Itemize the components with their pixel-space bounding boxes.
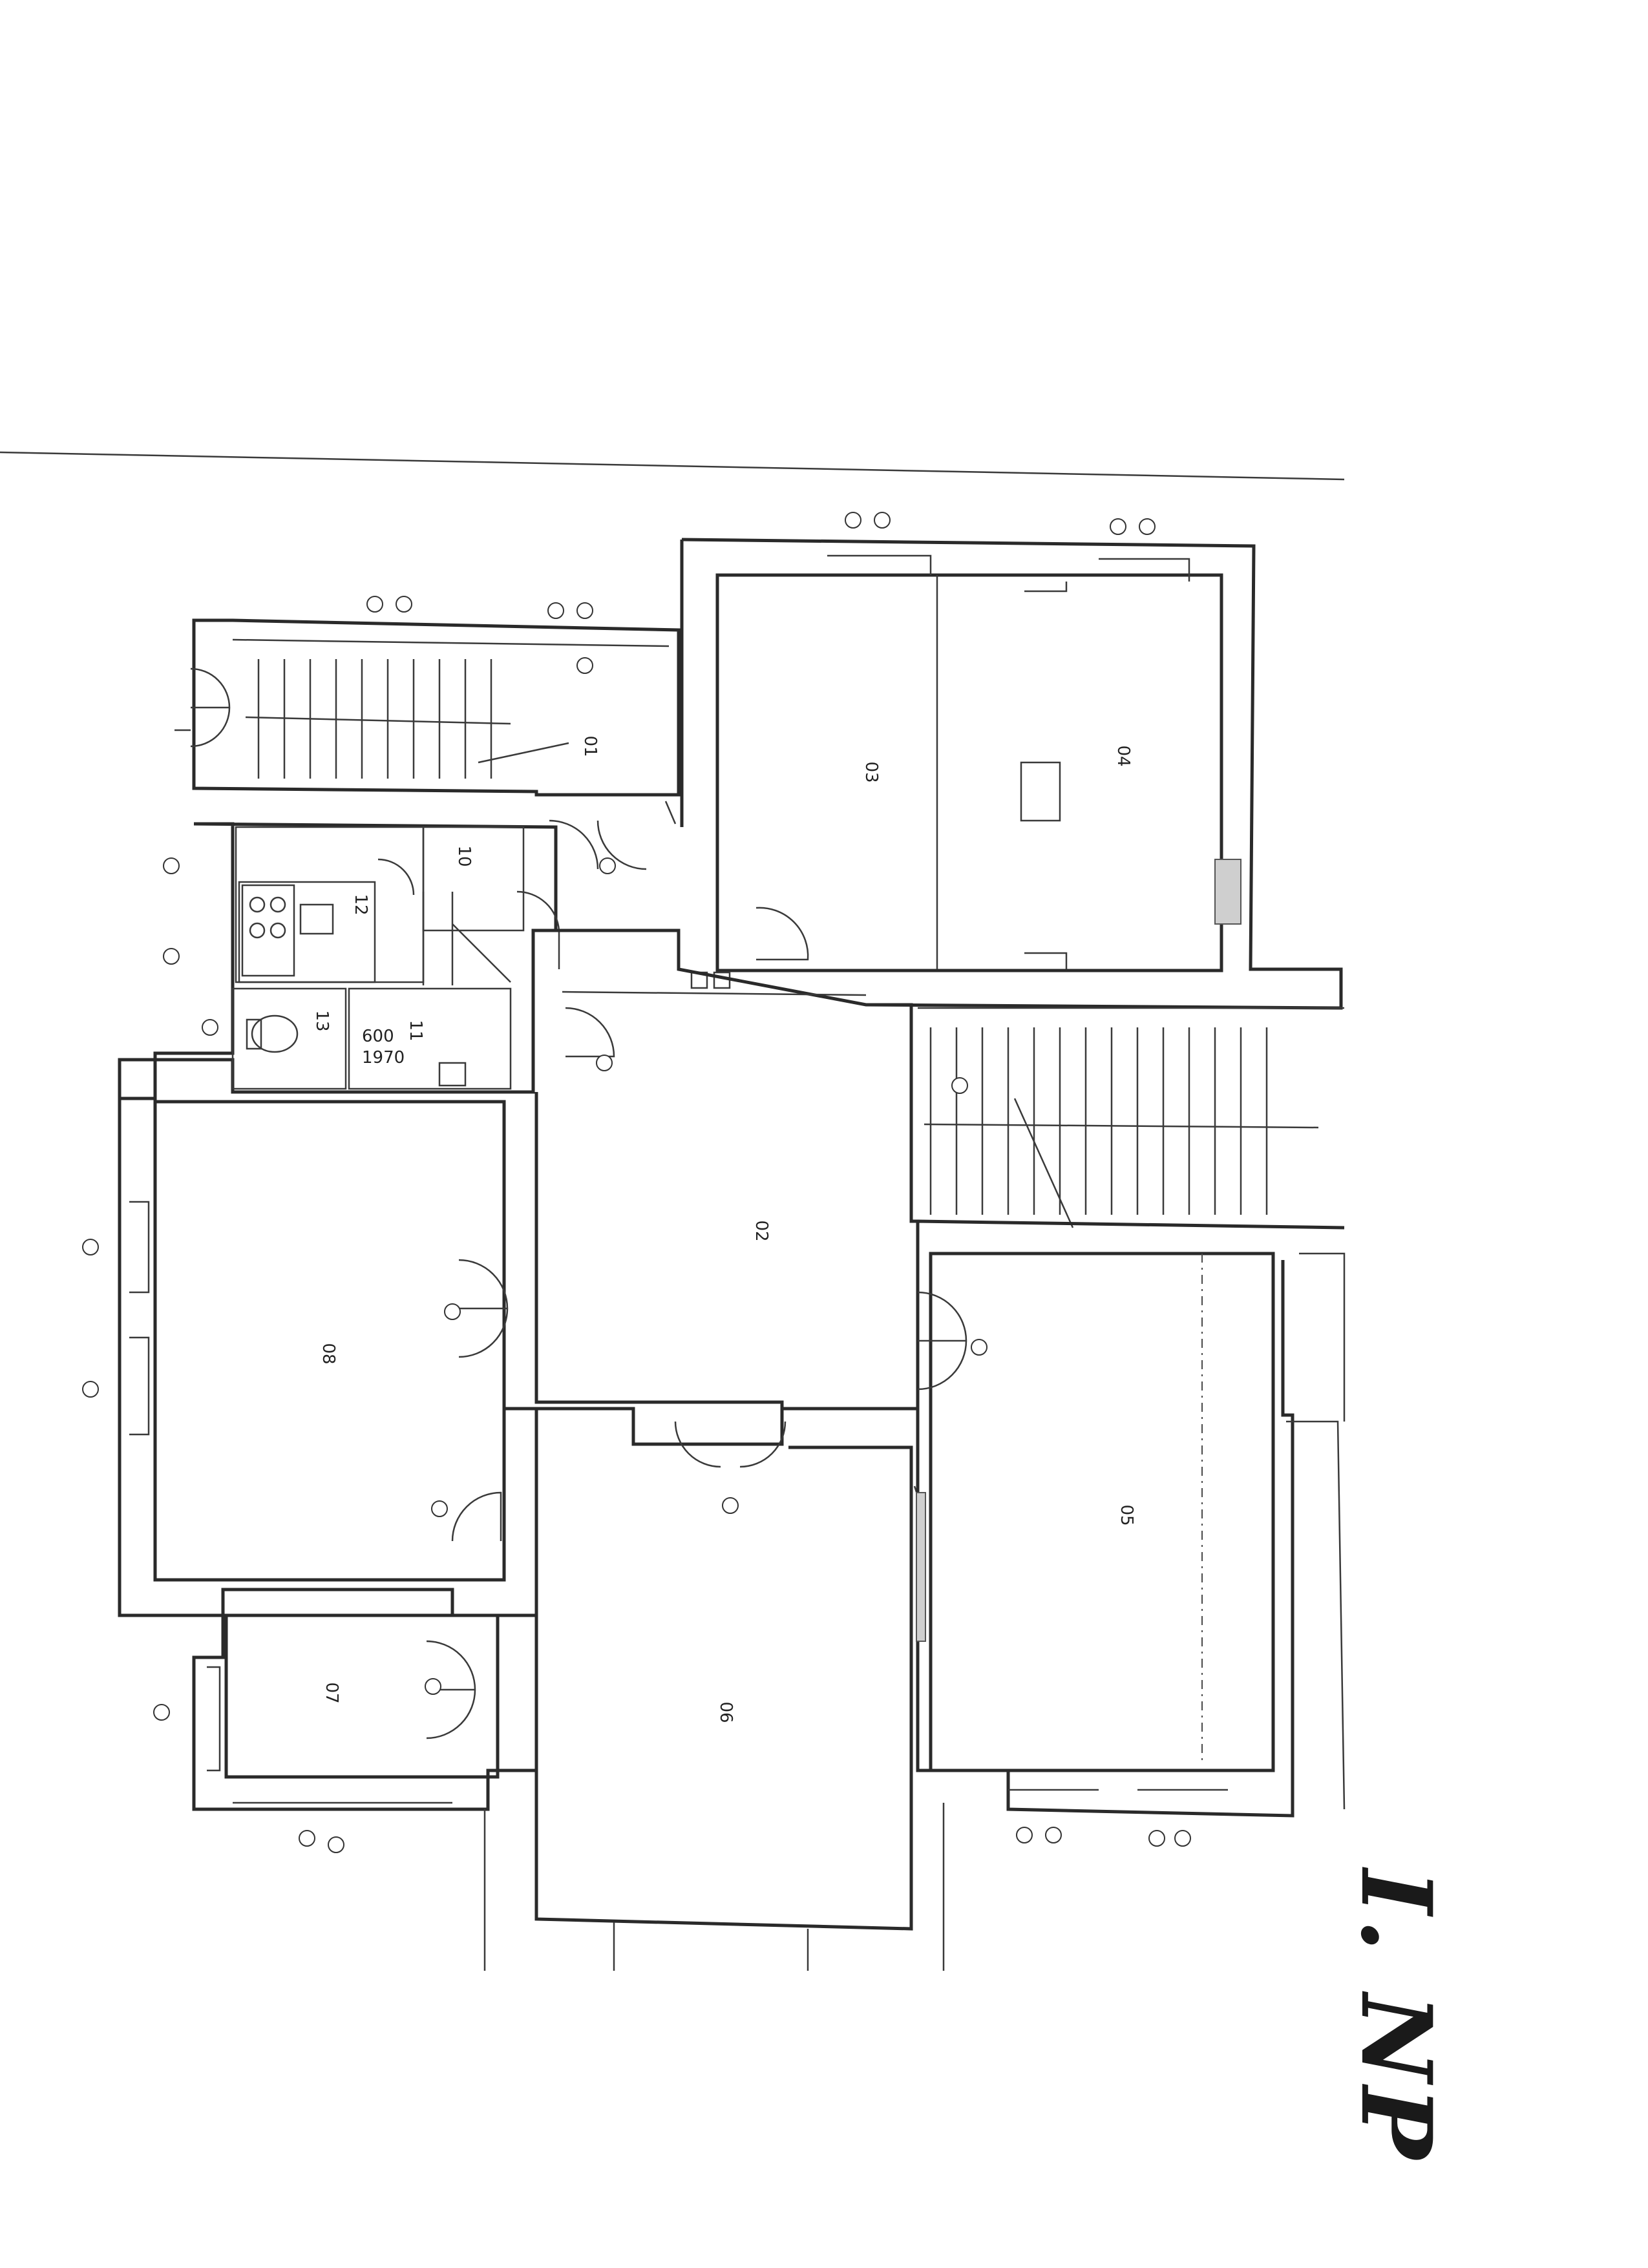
room-label-10: 10 [454,845,474,866]
room-label-06: 06 [716,1701,735,1723]
wc-dimension-top: 600 [362,1027,394,1046]
room-08 [118,1060,538,1617]
room-label-05: 05 [1117,1504,1136,1526]
hall-02 [533,801,920,1411]
room-06 [483,1402,945,1971]
property-boundary-line [0,451,1345,481]
stair-right [917,1007,1345,1229]
window-tags [82,512,1191,1853]
room-label-12: 12 [351,894,370,915]
room-label-08: 08 [319,1343,338,1364]
stair-hall-01 [174,618,681,797]
room-label-01: 01 [580,735,600,757]
floor-level-text: I. NP [1339,1869,1453,2163]
room-label-13: 13 [312,1010,332,1031]
wc-dimension-bottom: 1970 [362,1048,405,1067]
room-label-04: 04 [1114,745,1133,766]
floor-level-label: I. NP [1312,1869,1480,2163]
service-rooms [118,822,560,1100]
room-label-03: 03 [861,761,881,782]
wing-rooms-03-04 [680,538,1343,1010]
room-07 [192,1613,538,1811]
room-label-02: 02 [752,1220,771,1241]
room-05 [916,1219,1346,1818]
room-labels: 01 02 03 04 05 06 07 08 10 11 12 13 600 … [312,735,1136,1723]
room-label-07: 07 [322,1682,341,1703]
room-label-11: 11 [406,1020,425,1041]
